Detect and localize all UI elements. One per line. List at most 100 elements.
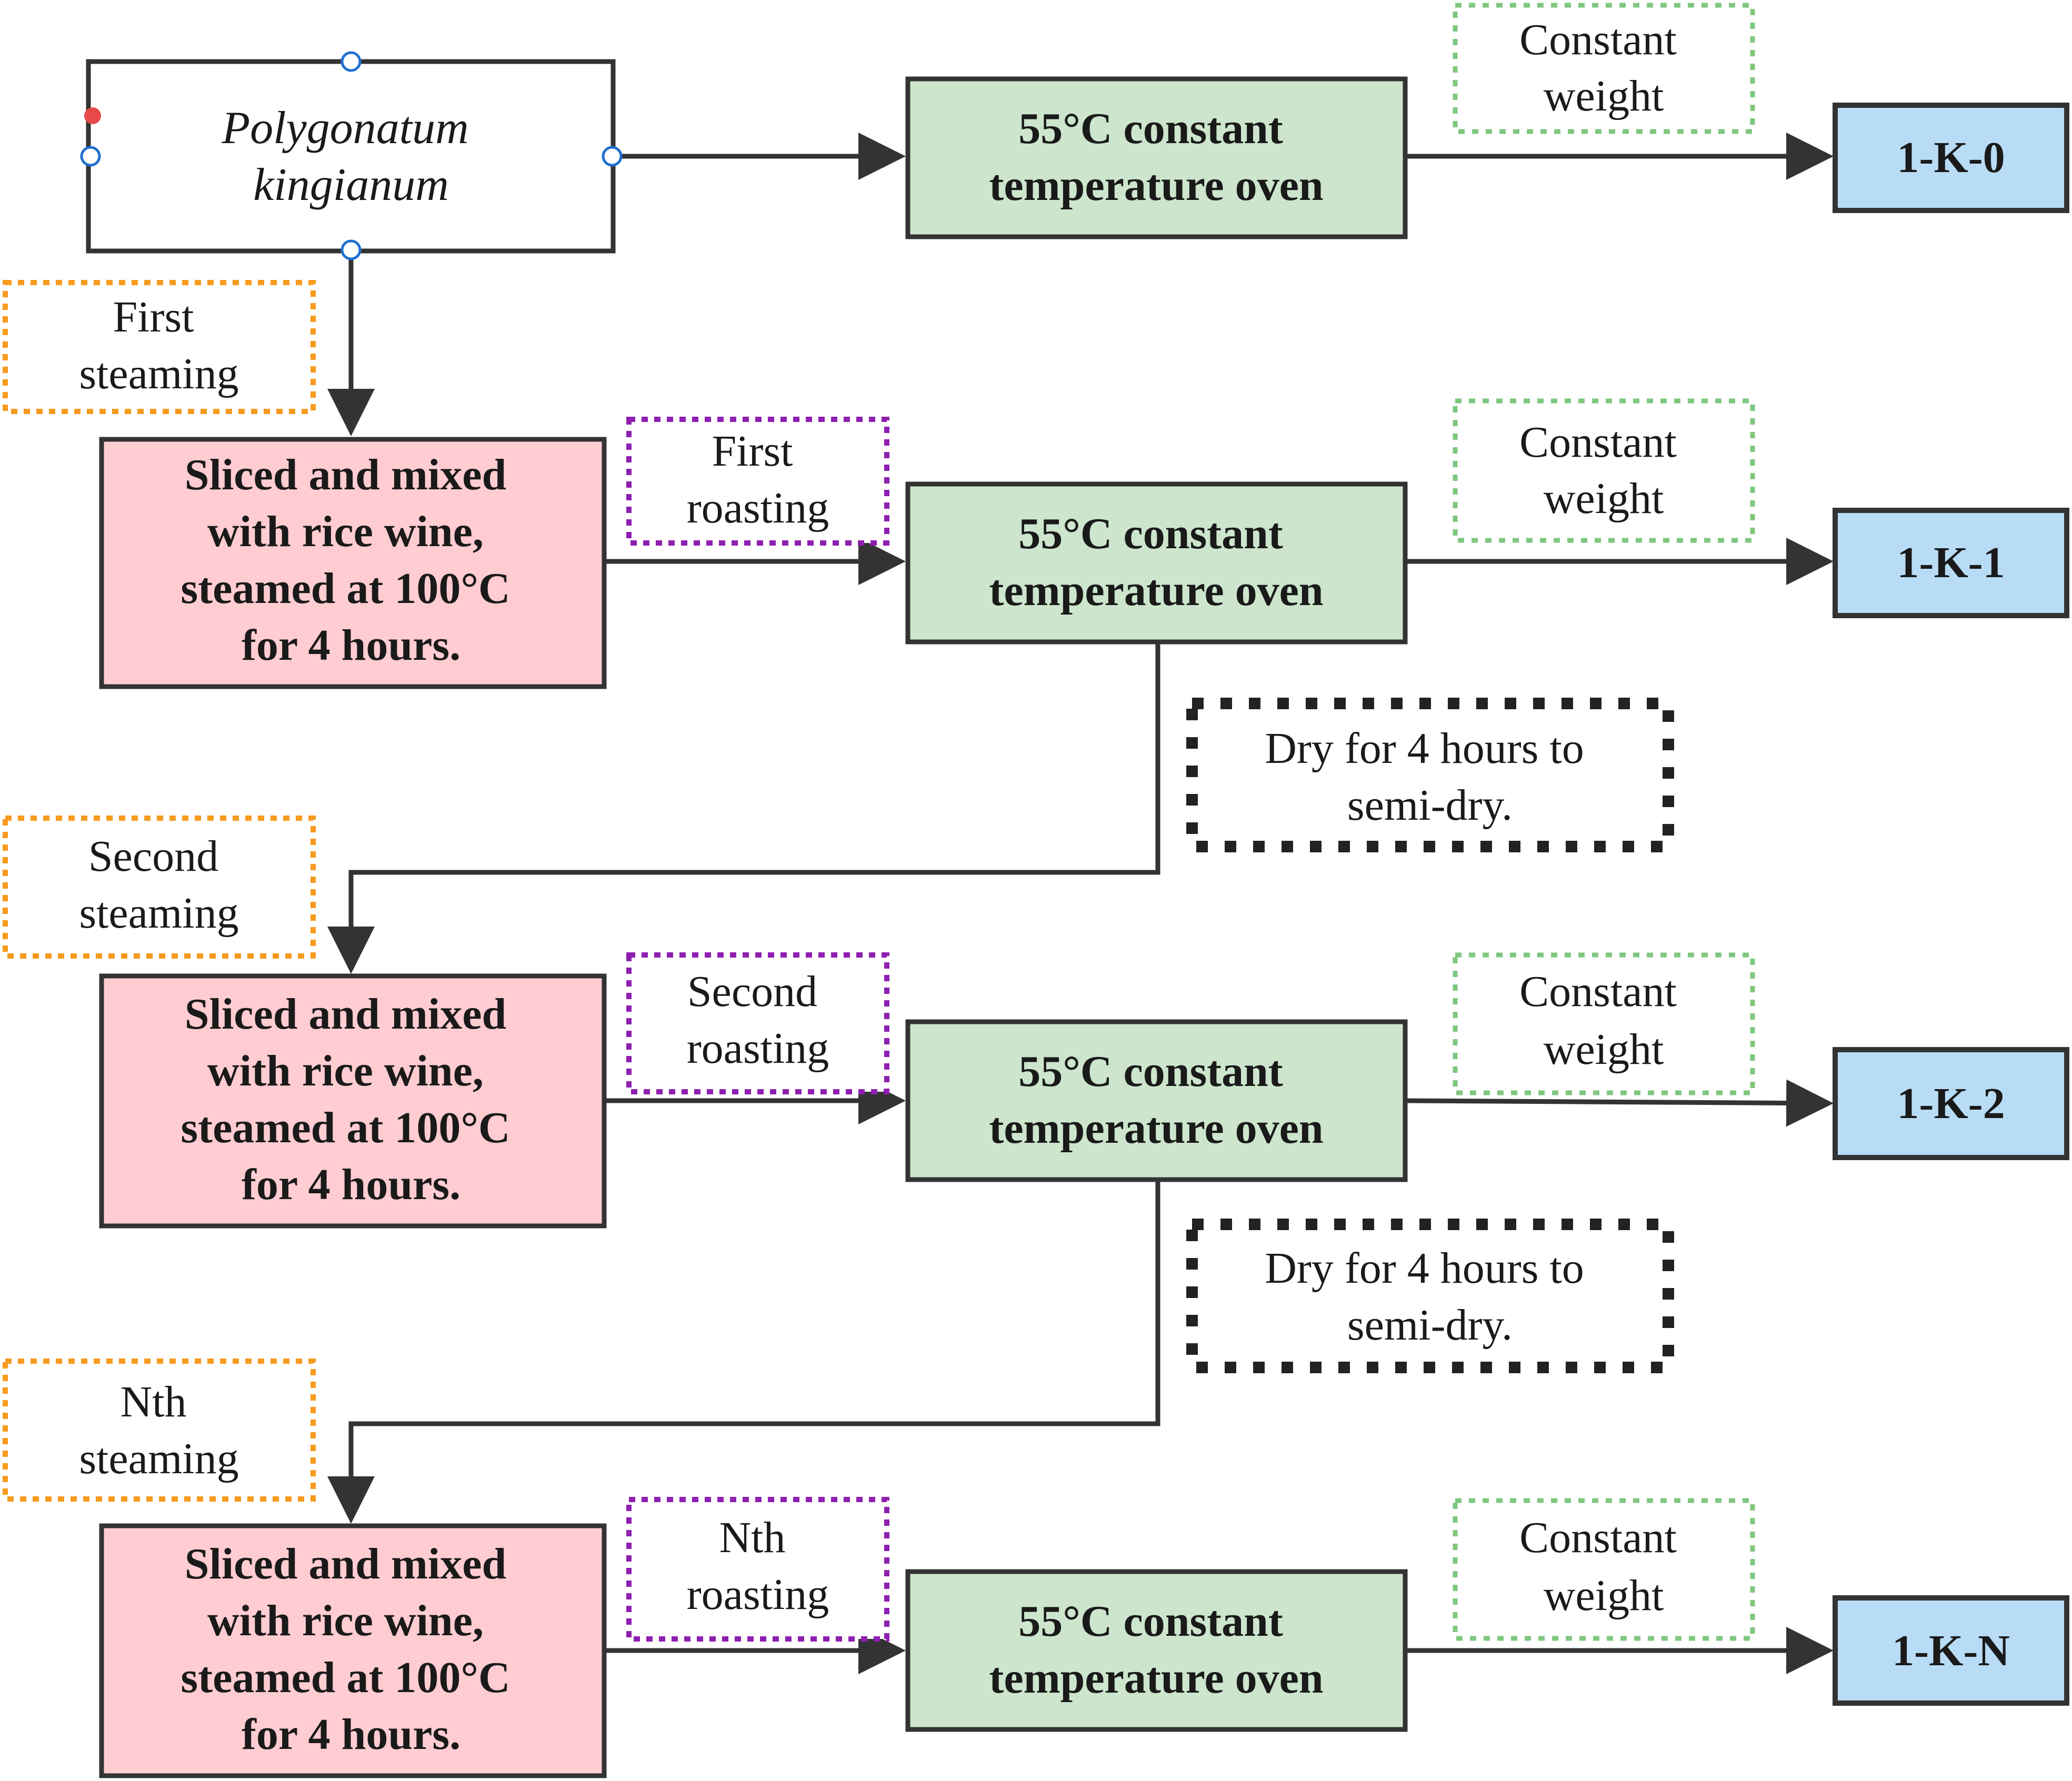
svg-text:Nth roasting: Nth roasting	[687, 1513, 829, 1619]
oven-box-2: 55°C constant temperature oven	[905, 1019, 1408, 1182]
roasting-label-2: Second roasting	[626, 952, 889, 1094]
svg-text:Sliced and mixed with ri: Sliced and mixed with rice wine, steamed…	[181, 450, 521, 670]
roast-n-line-1: Nth	[719, 1513, 786, 1562]
svg-text:55°C constant temperatur: 55°C constant temperature oven	[989, 104, 1323, 210]
svg-text:Constant weight: Constant weight	[1519, 15, 1688, 120]
handle-bottom[interactable]	[341, 239, 362, 260]
output-0-label: 1-K-0	[1897, 133, 2005, 182]
rotation-handle[interactable]	[84, 107, 101, 124]
output-n-label: 1-K-N	[1892, 1626, 2010, 1675]
svg-text:55°C constant temperatur: 55°C constant temperature oven	[989, 1597, 1323, 1703]
dry-1-line-1: Dry for 4 hours to	[1265, 724, 1584, 773]
process-n-line-4: for 4 hours.	[242, 1710, 461, 1759]
process-box-2: Sliced and mixed with rice wine, steamed…	[99, 973, 607, 1229]
selection-handles[interactable]	[80, 51, 623, 260]
svg-text:Dry for 4 hours to semi-: Dry for 4 hours to semi-dry.	[1265, 724, 1595, 830]
connectors	[327, 133, 1834, 1674]
arrow-oven-1-to-process-2	[327, 642, 1160, 974]
svg-text:Constant weight: Constant weight	[1519, 967, 1688, 1074]
handle-top[interactable]	[341, 51, 362, 72]
svg-text:Second roasting: Second roasting	[687, 967, 829, 1073]
dry-2-line-1: Dry for 4 hours to	[1265, 1244, 1584, 1293]
process-n-line-2: with rice wine,	[207, 1596, 484, 1645]
svg-text:Second steaming: Second steaming	[79, 832, 238, 938]
oven-0-line-1: 55°C constant	[1018, 104, 1283, 153]
output-box-2: 1-K-2	[1833, 1047, 2069, 1160]
dry-label-2: Dry for 4 hours to semi-dry.	[1186, 1219, 1674, 1373]
oven-1-line-2: temperature oven	[989, 566, 1323, 615]
output-box-n: 1-K-N	[1833, 1595, 2069, 1706]
weight-1-line-1: Constant	[1519, 418, 1677, 467]
svg-text:Sliced and mixed with ri: Sliced and mixed with rice wine, steamed…	[181, 990, 521, 1209]
weight-0-line-2: weight	[1544, 72, 1664, 120]
output-box-1: 1-K-1	[1833, 508, 2069, 618]
oven-2-line-1: 55°C constant	[1018, 1047, 1283, 1096]
steam-2-line-2: steaming	[79, 889, 238, 938]
svg-text:Sliced and mixed with ri: Sliced and mixed with rice wine, steamed…	[181, 1539, 521, 1759]
oven-0-line-2: temperature oven	[989, 161, 1323, 210]
process-1-line-4: for 4 hours.	[242, 621, 461, 670]
dry-2-line-2: semi-dry.	[1347, 1301, 1513, 1350]
weight-label-n: Constant weight	[1453, 1498, 1755, 1641]
start-line-2: kingianum	[253, 159, 449, 210]
process-1-line-1: Sliced and mixed	[185, 450, 506, 499]
output-2-label: 1-K-2	[1897, 1079, 2005, 1128]
output-box-0: 1-K-0	[1833, 103, 2069, 213]
weight-label-0: Constant weight	[1453, 3, 1755, 134]
steam-1-line-2: steaming	[79, 349, 238, 398]
weight-0-line-1: Constant	[1519, 15, 1677, 64]
steaming-label-1: First steaming	[3, 280, 316, 414]
weight-label-2: Constant weight	[1453, 952, 1755, 1095]
oven-n-line-2: temperature oven	[989, 1654, 1323, 1703]
svg-text:55°C constant temperatur: 55°C constant temperature oven	[989, 1047, 1323, 1153]
svg-text:55°C constant temperatur: 55°C constant temperature oven	[989, 509, 1323, 615]
process-box-1: Sliced and mixed with rice wine, steamed…	[99, 437, 607, 689]
svg-text:Constant weight: Constant weight	[1519, 418, 1688, 523]
steaming-label-2: Second steaming	[3, 816, 316, 959]
oven-n-line-1: 55°C constant	[1018, 1597, 1283, 1646]
process-2-line-4: for 4 hours.	[242, 1160, 461, 1209]
start-node[interactable]: Polygonatum kingianum	[80, 51, 623, 260]
weight-n-line-2: weight	[1544, 1571, 1664, 1620]
output-1-label: 1-K-1	[1897, 538, 2005, 587]
svg-text:Dry for 4 hours to semi-: Dry for 4 hours to semi-dry.	[1265, 1244, 1595, 1350]
weight-label-1: Constant weight	[1453, 398, 1755, 543]
oven-box-1: 55°C constant temperature oven	[905, 481, 1408, 645]
process-2-line-3: steamed at 100°C	[181, 1103, 510, 1152]
weight-2-line-1: Constant	[1519, 967, 1677, 1016]
start-line-1: Polygonatum	[221, 103, 468, 154]
process-n-line-1: Sliced and mixed	[185, 1539, 506, 1588]
steaming-label-n: Nth steaming	[3, 1359, 316, 1502]
svg-text:First roasting: First roasting	[687, 427, 829, 532]
roast-2-line-1: Second	[687, 967, 817, 1016]
arrow-oven-2-to-output-2	[1406, 1079, 1834, 1127]
roast-1-line-1: First	[712, 427, 793, 476]
arrow-oven-2-to-process-n	[327, 1179, 1160, 1524]
roast-2-line-2: roasting	[687, 1024, 829, 1073]
roasting-label-n: Nth roasting	[626, 1497, 889, 1642]
steam-n-line-1: Nth	[121, 1377, 187, 1426]
oven-2-line-2: temperature oven	[989, 1104, 1323, 1153]
process-1-line-2: with rice wine,	[207, 507, 484, 556]
oven-box-0: 55°C constant temperature oven	[905, 76, 1408, 239]
steam-n-line-2: steaming	[79, 1434, 238, 1483]
steam-1-line-1: First	[113, 293, 194, 341]
process-1-line-3: steamed at 100°C	[181, 564, 510, 613]
svg-text:Polygonatum kingianum: Polygonatum kingianum	[221, 103, 480, 210]
weight-1-line-2: weight	[1544, 474, 1664, 523]
roast-n-line-2: roasting	[687, 1570, 829, 1619]
process-2-line-1: Sliced and mixed	[185, 990, 506, 1039]
svg-text:First steaming: First steaming	[79, 293, 238, 398]
handle-left[interactable]	[80, 146, 101, 167]
steam-2-line-1: Second	[88, 832, 218, 881]
process-n-line-3: steamed at 100°C	[181, 1653, 510, 1702]
roast-1-line-2: roasting	[687, 484, 829, 532]
handle-right[interactable]	[602, 146, 623, 167]
dry-label-1: Dry for 4 hours to semi-dry.	[1186, 698, 1674, 852]
roasting-label-1: First roasting	[626, 417, 889, 546]
weight-n-line-1: Constant	[1519, 1513, 1677, 1562]
svg-text:Constant weight: Constant weight	[1519, 1513, 1688, 1620]
dry-1-line-2: semi-dry.	[1347, 781, 1513, 830]
svg-text:Nth steaming: Nth steaming	[79, 1377, 238, 1483]
